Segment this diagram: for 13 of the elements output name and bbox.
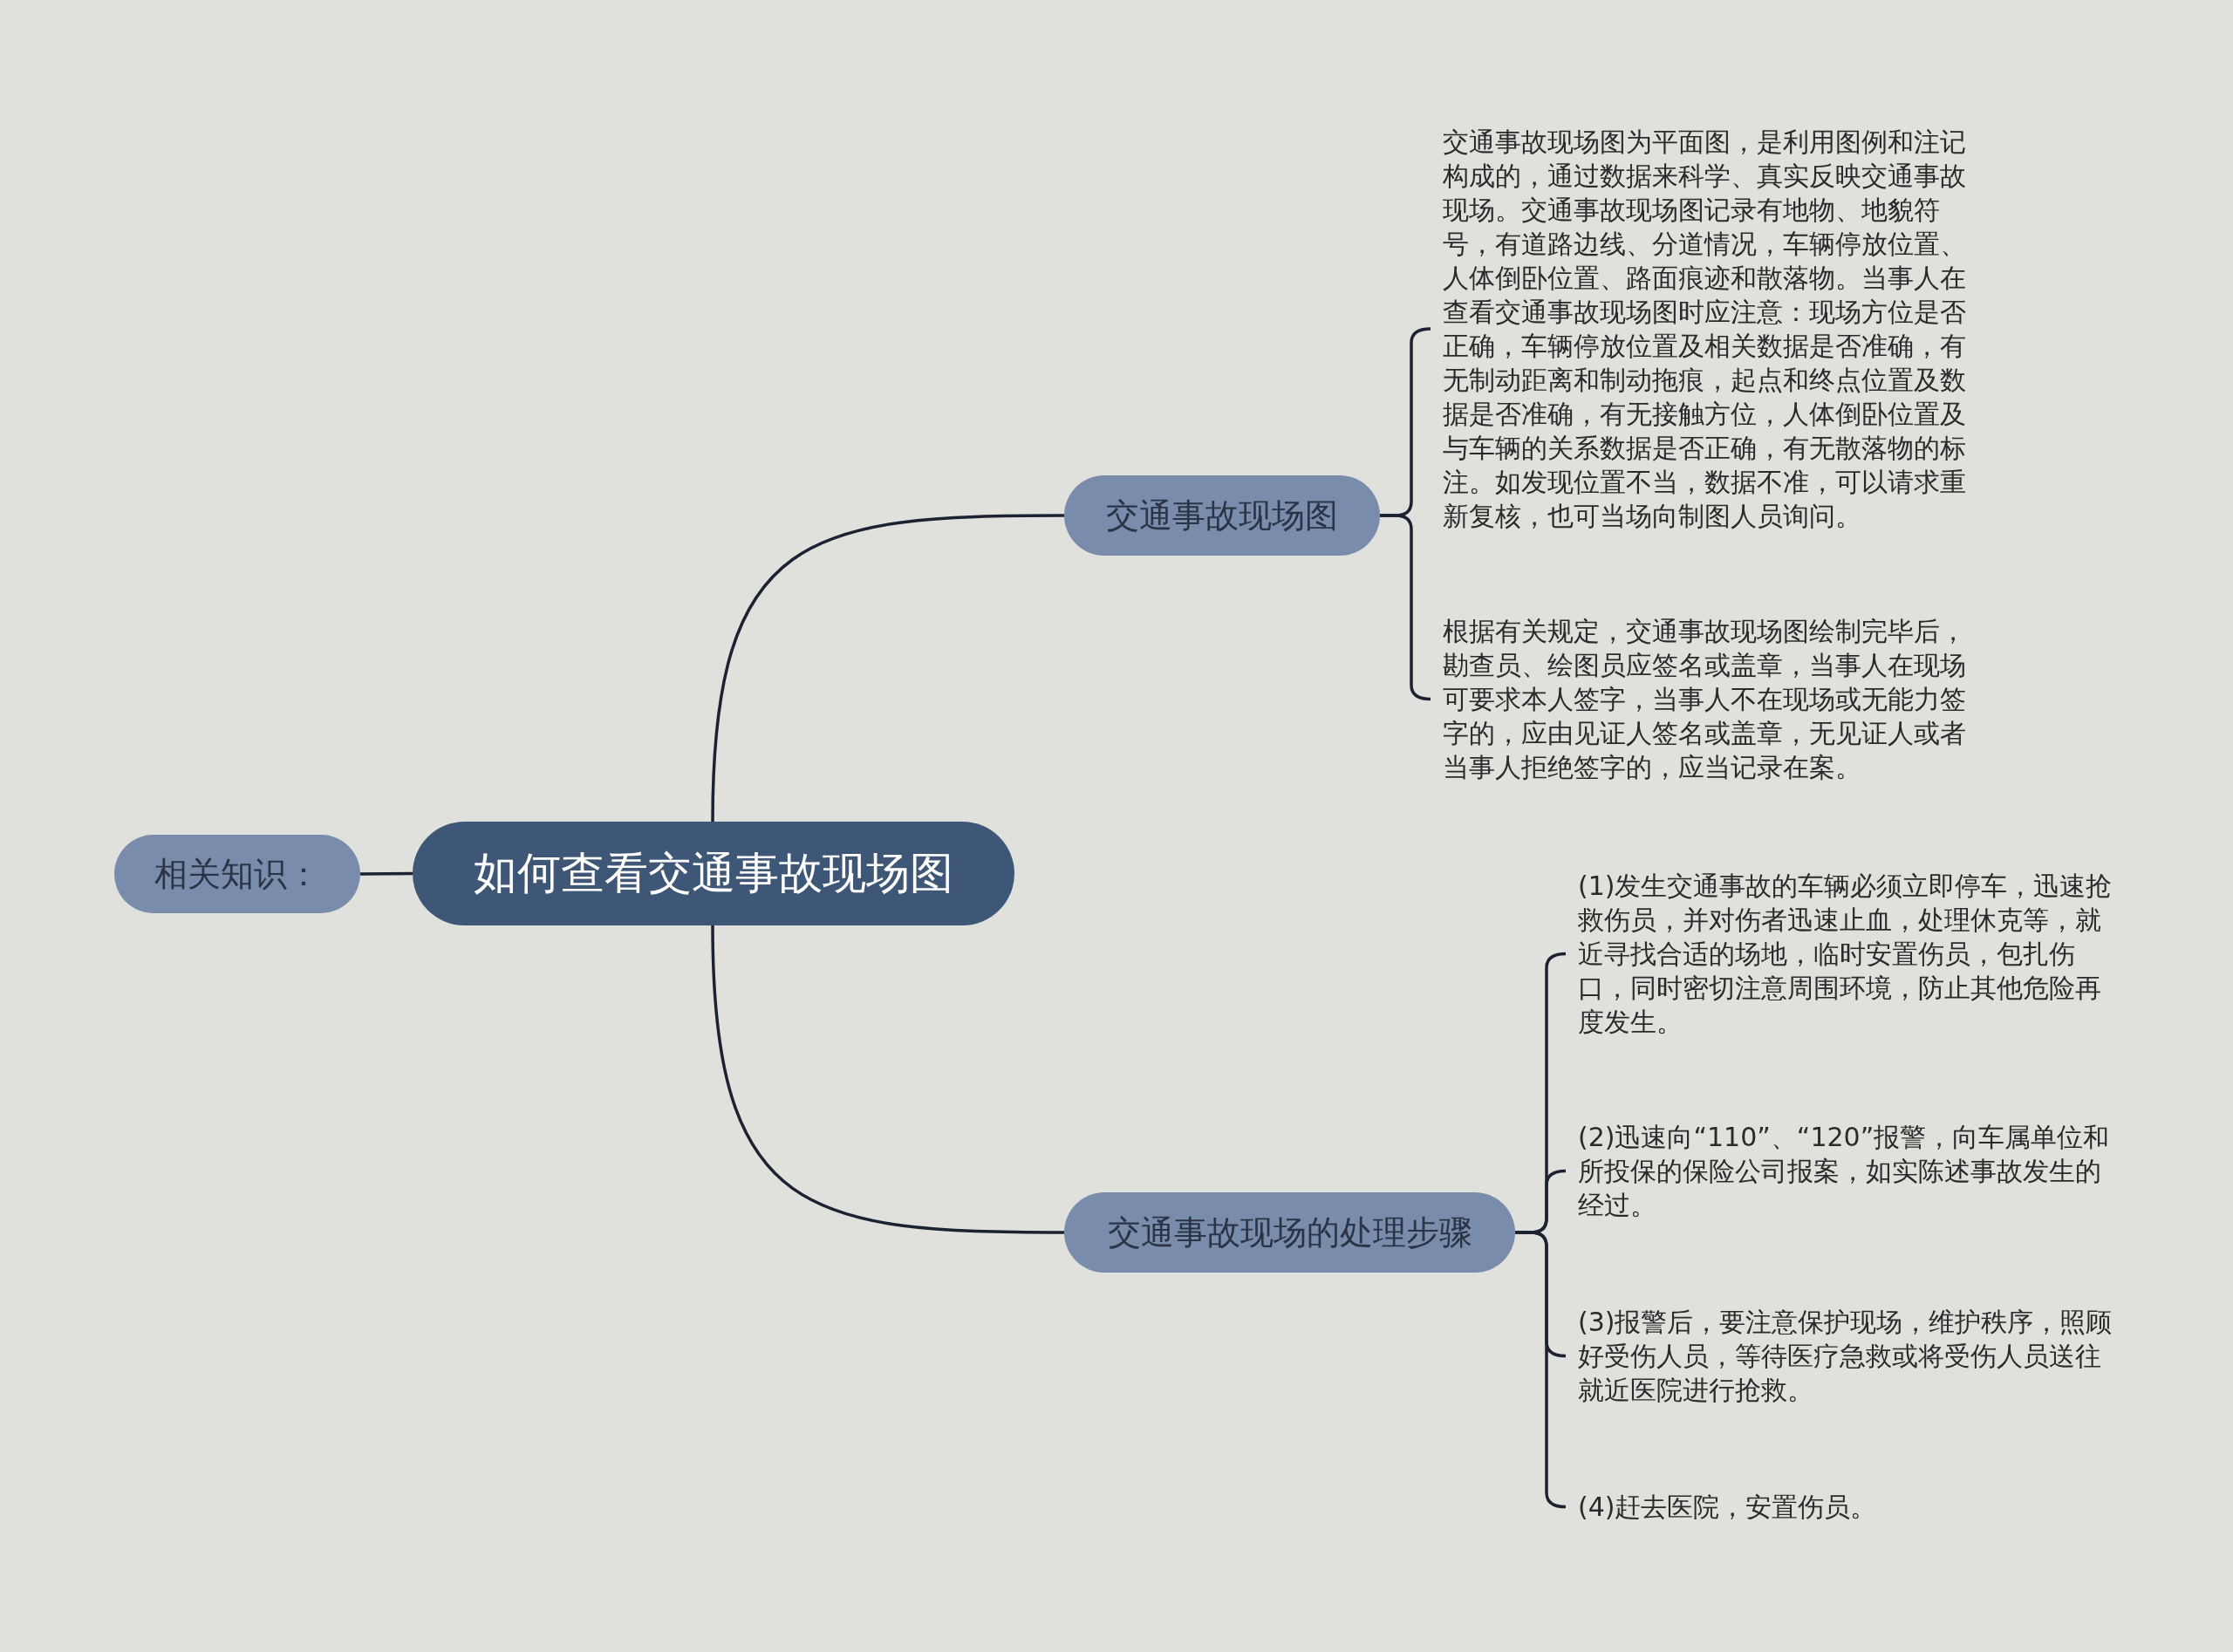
note-text: (3)报警后，要注意保护现场，维护秩序，照顾好受伤人员，等待医疗急救或将受伤人员送往就近医院进行抢救。	[1566, 1305, 2124, 1407]
topic-box: 相关知识：	[114, 835, 360, 913]
topic-box: 如何查看交通事故现场图	[413, 822, 1014, 925]
topic-box: 交通事故现场图	[1064, 475, 1380, 556]
note-text: 交通事故现场图为平面图，是利用图例和注记构成的，通过数据来科学、真实反映交通事故现场。交通事故现场图记录有地物、地貌符号，有道路边线、分道情况，车辆停放位置、人体倒卧位置、路面痕迹和散落物。当事人在查看交通事故现场图时应注意：现场方位是否正确，车辆停放位置及相关数据是否准确，有无制动距离和制动拖痕，起点和终点位置及数据是否准确，有无接触方位，人体倒卧位置及与车辆的关系数据是否正确，有无散落物的标注。如发现位置不当，数据不准，可以请求重新复核，也可当场向制图人员询问。	[1431, 125, 1989, 533]
note-text: (4)赶去医院，安置伤员。	[1566, 1490, 2124, 1524]
note-text: 根据有关规定，交通事故现场图绘制完毕后，勘查员、绘图员应签名或盖章，当事人在现场可要求本人签字，当事人不在现场或无能力签字的，应由见证人签名或盖章，无见证人或者当事人拒绝签字的，应当记录在案。	[1431, 614, 1989, 784]
connector-line	[360, 871, 413, 876]
connector-line	[711, 514, 1064, 823]
note-text: (2)迅速向“110”、“120”报警，向车属单位和所投保的保险公司报案，如实陈述事故发生的经过。	[1566, 1120, 2124, 1222]
note-text: (1)发生交通事故的车辆必须立即停车，迅速抢救伤员，并对伤者迅速止血，处理休克等，就近寻找合适的场地，临时安置伤员，包扎伤口，同时密切注意周围环境，防止其他危险再度发生。	[1566, 869, 2124, 1039]
topic-box: 交通事故现场的处理步骤	[1064, 1192, 1515, 1273]
connector-line	[711, 925, 1064, 1234]
